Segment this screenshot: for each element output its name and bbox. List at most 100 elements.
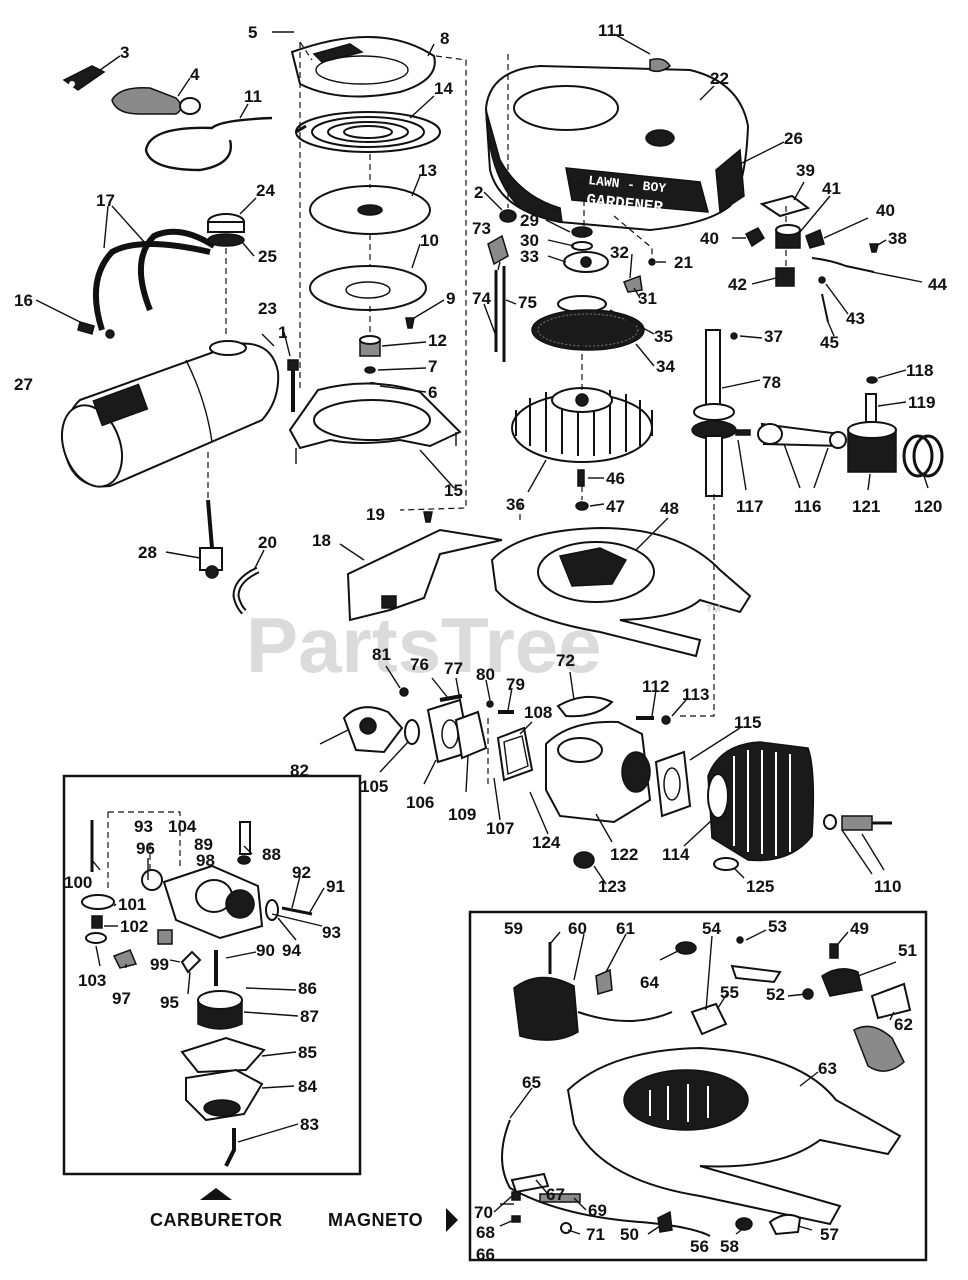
part-16-screw [77,321,95,335]
part-81-screw [399,687,409,697]
callout-2: 2 [474,183,483,202]
part-111-plug [649,58,671,73]
callout-100: 100 [64,873,92,892]
callout-112: 112 [642,677,669,696]
callout-26: 26 [784,129,803,148]
callout-72: 72 [556,651,575,670]
callout-118: 118 [906,361,933,380]
part-113-nut [661,715,671,725]
callout-83: 83 [300,1115,319,1134]
callout-33: 33 [520,247,539,266]
callout-70: 70 [474,1203,493,1222]
callout-22: 22 [710,69,729,88]
part-18-air-baffle [346,528,503,622]
callout-5: 5 [248,23,257,42]
callout-labels: 5 8 3 4 11 14 13 10 9 12 7 6 15 23 1 16 … [14,21,947,1264]
callout-68-visible: 68 [476,1223,495,1242]
part-39-bracket [759,194,811,218]
part-109-reed [454,710,488,760]
part-105-gasket [404,719,420,745]
callout-41: 41 [822,179,841,198]
part-117-bolt [735,429,751,436]
callout-4: 4 [190,65,200,84]
assembly-guide-lines [207,41,787,784]
part-74-75-rods [494,266,506,362]
callout-77: 77 [444,659,463,678]
callout-6: 6 [428,383,437,402]
part-8-starter-cover [290,35,436,98]
callout-16: 16 [14,291,33,310]
callout-60: 60 [568,919,587,938]
callout-12: 12 [428,331,447,350]
part-41-governor [775,224,801,249]
callout-61: 61 [616,919,635,938]
part-11-starter-rope [144,116,273,172]
leader-lines [35,31,929,1237]
callout-88: 88 [262,845,281,864]
callout-123: 123 [598,877,626,896]
callout-45: 45 [820,333,839,352]
callout-114: 114 [662,845,690,864]
section-carburetor: CARBURETOR [150,1210,283,1230]
callout-63: 63 [818,1059,837,1078]
callout-24: 24 [256,181,275,200]
callout-81: 81 [372,645,391,664]
part-119-wrist-pin [865,393,877,423]
part-25-cap-gasket [207,233,245,247]
callout-113: 113 [682,685,709,704]
part-32-pawl [623,274,643,293]
callout-106: 106 [406,793,434,812]
callout-71: 71 [586,1225,605,1244]
callout-43: 43 [846,309,865,328]
callout-50: 50 [620,1225,639,1244]
magneto-inset-frame [468,910,928,1262]
callout-65: 65 [522,1073,541,1092]
callout-78: 78 [762,373,781,392]
part-124-cylinder [545,720,652,824]
callout-105: 105 [360,777,388,796]
part-73-bracket [487,234,509,266]
part-116-connecting-rod [757,422,847,449]
callout-8: 8 [440,29,449,48]
callout-89: 89 [194,835,213,854]
callout-96: 96 [136,839,155,858]
callout-98: 98 [196,851,215,870]
part-2-grommet [499,209,517,223]
carburetor-inset-frame [62,774,362,1176]
callout-116: 116 [794,497,821,516]
callout-51: 51 [898,941,917,960]
callout-94: 94 [282,941,301,960]
part-12-hub [359,335,381,357]
part-19-screw [423,511,433,523]
callout-91: 91 [326,877,345,896]
part-80-washer [486,700,494,708]
callout-39: 39 [796,161,815,180]
callout-122: 122 [610,845,638,864]
part-29-nut [571,226,593,238]
part-115-head-gasket [654,750,692,818]
magneto-right-arrow-icon [446,1208,458,1232]
callout-121: 121 [852,497,880,516]
part-17-tank-straps [92,228,216,339]
callout-109: 109 [448,805,476,824]
part-110-spark-plug [823,814,892,831]
part-46-screw [577,469,585,487]
callout-93a: 93 [134,817,153,836]
callout-44: 44 [928,275,947,294]
callout-7: 7 [428,357,437,376]
part-47-washer [575,501,589,511]
callout-55: 55 [720,983,739,1002]
part-15-starter-housing [288,382,462,464]
part-114-cylinder-head [707,741,815,862]
callout-110: 110 [874,877,901,896]
part-48-crankcase [490,526,752,658]
callout-15: 15 [444,481,463,500]
callout-25: 25 [258,247,277,266]
callout-97: 97 [112,989,131,1008]
callout-104: 104 [168,817,197,836]
callout-19: 19 [366,505,385,524]
callout-99: 99 [150,955,169,974]
part-118-retainer [866,376,878,384]
